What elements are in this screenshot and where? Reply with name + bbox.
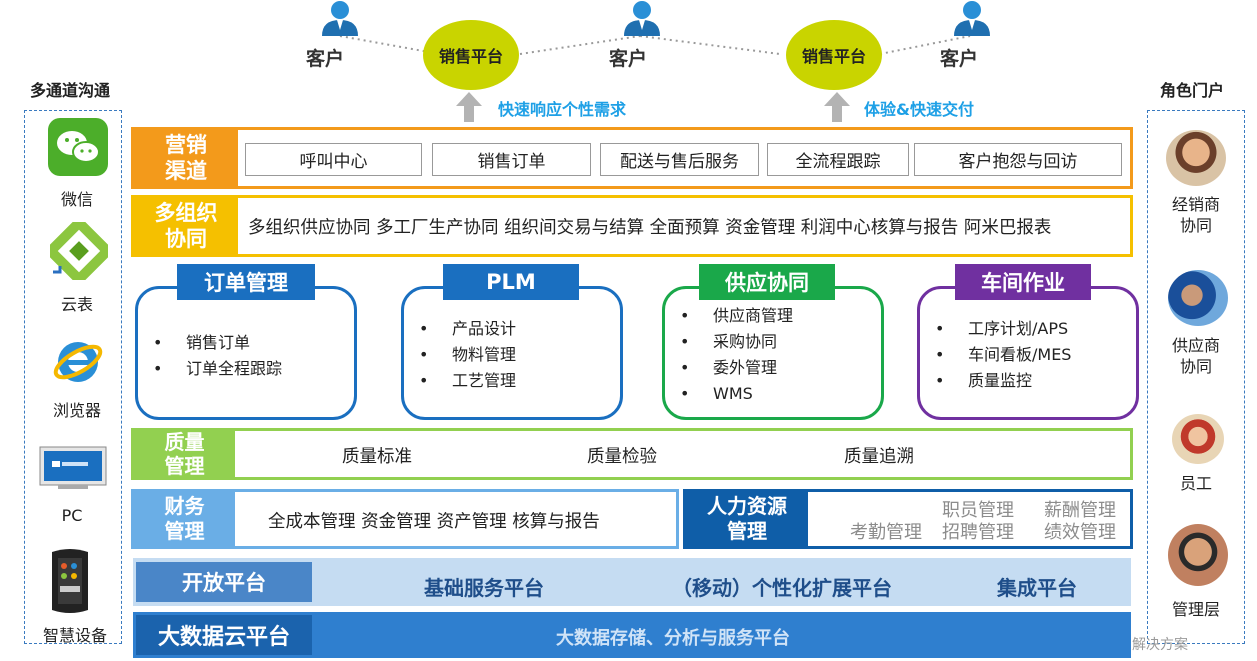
hr-item[interactable]: 职员管理 bbox=[942, 500, 1014, 521]
finance-item[interactable]: 全成本管理 bbox=[268, 512, 356, 532]
multi-org-label: 多组织 协同 bbox=[134, 198, 238, 254]
marketing-chip[interactable]: 配送与售后服务 bbox=[600, 143, 759, 176]
list-item[interactable]: 物料管理 bbox=[419, 342, 516, 368]
quality-row bbox=[131, 428, 1133, 480]
workshop-module-title[interactable]: 车间作业 bbox=[955, 264, 1091, 300]
customer-label: 客户 bbox=[305, 48, 344, 70]
smartwatch-icon[interactable] bbox=[42, 548, 98, 616]
portal-label-supplier: 供应商 协同 bbox=[1171, 336, 1220, 376]
dealer-avatar[interactable] bbox=[1166, 130, 1226, 186]
sales-platform-ellipse: 销售平台 bbox=[423, 20, 519, 90]
marketing-label: 营销 渠道 bbox=[134, 130, 238, 186]
wechat-icon[interactable] bbox=[48, 118, 108, 176]
management-avatar[interactable] bbox=[1168, 524, 1228, 586]
order-module-list: 销售订单 订单全程跟踪 bbox=[153, 330, 282, 382]
right-portal-box bbox=[1147, 110, 1245, 644]
channel-label-yunbiao: 云表 bbox=[60, 295, 93, 314]
list-item[interactable]: 委外管理 bbox=[680, 355, 793, 381]
open-platform-item[interactable]: 基础服务平台 bbox=[424, 576, 544, 600]
right-column-title: 角色门户 bbox=[1160, 81, 1225, 100]
customer-label: 客户 bbox=[608, 48, 647, 70]
supply-module-title[interactable]: 供应协同 bbox=[699, 264, 835, 300]
plm-module-list: 产品设计 物料管理 工艺管理 bbox=[419, 316, 516, 394]
quality-item[interactable]: 质量追溯 bbox=[844, 447, 914, 467]
multi-org-row bbox=[131, 195, 1133, 257]
list-item[interactable]: 工艺管理 bbox=[419, 368, 516, 394]
multi-org-text: 多组织供应协同 多工厂生产协同 组织间交易与结算 全面预算 资金管理 利润中心核… bbox=[248, 218, 1052, 238]
list-item[interactable]: 销售订单 bbox=[153, 330, 282, 356]
list-item[interactable]: 工序计划/APS bbox=[935, 316, 1071, 342]
finance-items: 全成本管理 资金管理 资产管理 核算与报告 bbox=[268, 508, 600, 533]
list-item[interactable]: 车间看板/MES bbox=[935, 342, 1071, 368]
big-data-text: 大数据存储、分析与服务平台 bbox=[556, 628, 790, 649]
list-item[interactable]: 质量监控 bbox=[935, 368, 1071, 394]
hr-item[interactable]: 考勤管理 bbox=[850, 522, 922, 543]
customer-icon bbox=[318, 0, 362, 36]
hr-item[interactable]: 招聘管理 bbox=[942, 522, 1014, 543]
marketing-chip[interactable]: 呼叫中心 bbox=[245, 143, 422, 176]
list-item[interactable]: 产品设计 bbox=[419, 316, 516, 342]
hr-item[interactable]: 绩效管理 bbox=[1044, 522, 1116, 543]
pc-icon[interactable] bbox=[38, 445, 108, 491]
tagline-left: 快速响应个性需求 bbox=[498, 100, 627, 119]
open-platform-item[interactable]: 集成平台 bbox=[997, 576, 1077, 600]
finance-item[interactable]: 资金管理 bbox=[361, 512, 432, 532]
tagline-right: 体验&快速交付 bbox=[864, 100, 974, 119]
customer-icon bbox=[950, 0, 994, 36]
portal-label-staff: 员工 bbox=[1179, 474, 1212, 493]
browser-icon[interactable] bbox=[52, 336, 104, 388]
channel-label-browser: 浏览器 bbox=[52, 401, 101, 420]
customer-label: 客户 bbox=[939, 48, 978, 70]
portal-label-management: 管理层 bbox=[1171, 600, 1220, 619]
list-item[interactable]: 供应商管理 bbox=[680, 303, 793, 329]
marketing-chip[interactable]: 销售订单 bbox=[432, 143, 591, 176]
sales-platform-ellipse: 销售平台 bbox=[786, 20, 882, 90]
watermark: 解决方案 bbox=[1132, 637, 1188, 653]
channel-label-wechat: 微信 bbox=[60, 190, 93, 209]
left-column-title: 多通道沟通 bbox=[30, 81, 111, 100]
yunbiao-icon[interactable] bbox=[45, 217, 113, 285]
list-item[interactable]: 订单全程跟踪 bbox=[153, 356, 282, 382]
open-platform-label[interactable]: 开放平台 bbox=[136, 562, 312, 602]
quality-item[interactable]: 质量检验 bbox=[587, 447, 657, 467]
portal-label-dealer: 经销商 协同 bbox=[1171, 195, 1220, 235]
customer-icon bbox=[620, 0, 664, 36]
workshop-module-list: 工序计划/APS 车间看板/MES 质量监控 bbox=[935, 316, 1071, 394]
open-platform-item[interactable]: （移动）个性化扩展平台 bbox=[672, 576, 892, 600]
supply-module-list: 供应商管理 采购协同 委外管理 WMS bbox=[680, 303, 793, 407]
up-arrow-icon bbox=[456, 92, 482, 122]
channel-label-smart-device: 智慧设备 bbox=[42, 626, 107, 645]
left-channel-box bbox=[24, 110, 122, 644]
marketing-chip[interactable]: 客户抱怨与回访 bbox=[914, 143, 1122, 176]
hr-item[interactable]: 薪酬管理 bbox=[1044, 500, 1116, 521]
plm-module-title[interactable]: PLM bbox=[443, 264, 579, 300]
quality-label: 质量 管理 bbox=[134, 430, 235, 478]
marketing-chip[interactable]: 全流程跟踪 bbox=[767, 143, 909, 176]
supplier-avatar[interactable] bbox=[1168, 270, 1228, 326]
list-item[interactable]: WMS bbox=[680, 381, 793, 407]
quality-item[interactable]: 质量标准 bbox=[342, 447, 412, 467]
big-data-label[interactable]: 大数据云平台 bbox=[136, 615, 312, 655]
finance-item[interactable]: 资产管理 bbox=[436, 512, 507, 532]
order-module-title[interactable]: 订单管理 bbox=[177, 264, 315, 300]
finance-item[interactable]: 核算与报告 bbox=[512, 512, 600, 532]
hr-label: 人力资源 管理 bbox=[686, 492, 808, 546]
staff-avatar[interactable] bbox=[1172, 414, 1224, 464]
finance-label: 财务 管理 bbox=[134, 492, 235, 546]
list-item[interactable]: 采购协同 bbox=[680, 329, 793, 355]
up-arrow-icon bbox=[824, 92, 850, 122]
channel-label-pc: PC bbox=[61, 506, 83, 525]
